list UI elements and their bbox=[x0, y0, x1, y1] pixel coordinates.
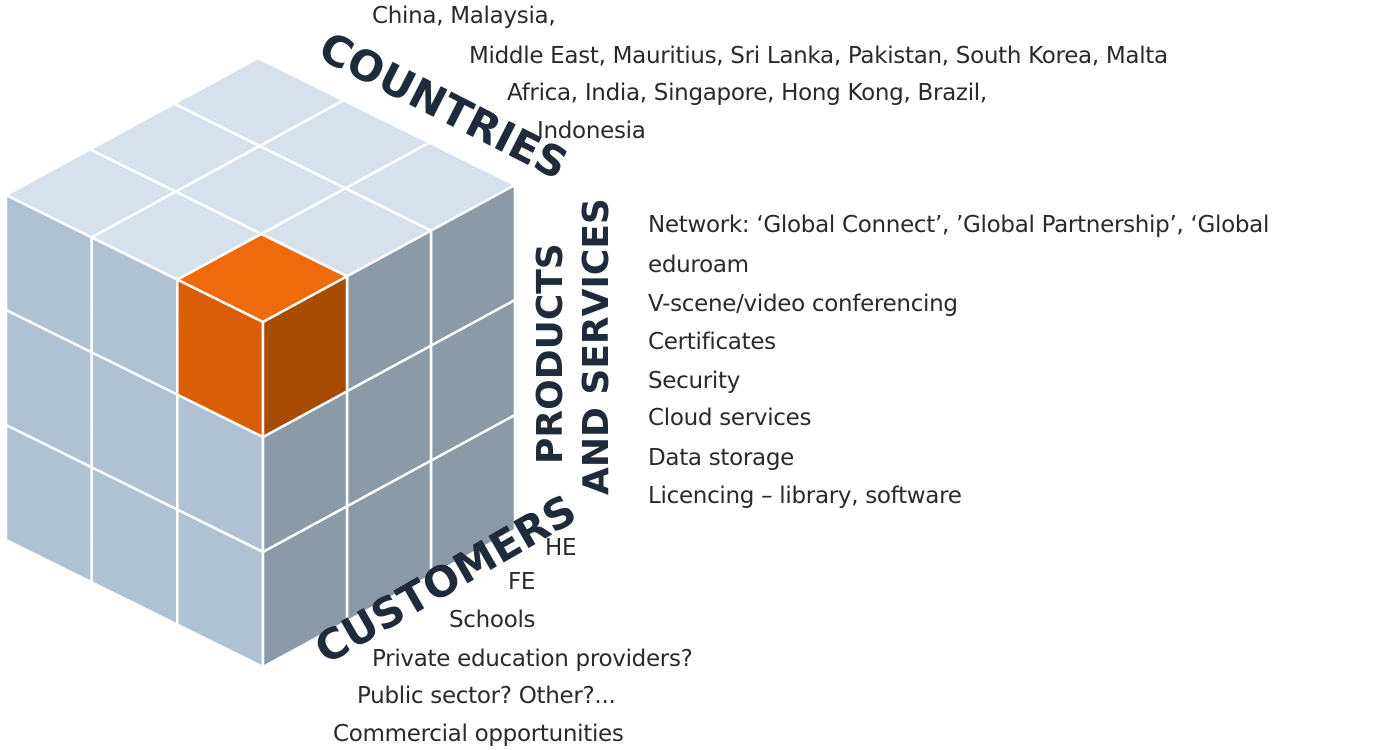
product-line: Licencing – library, software bbox=[648, 483, 962, 509]
product-line: Certificates bbox=[648, 329, 776, 355]
customer-line: Commercial opportunities bbox=[333, 721, 624, 747]
product-line: eduroam bbox=[648, 252, 749, 278]
cube bbox=[4, 56, 517, 669]
country-line: Indonesia bbox=[537, 118, 646, 144]
product-line: Security bbox=[648, 368, 741, 394]
customer-line: Private education providers? bbox=[372, 646, 693, 672]
products-label-line2: AND SERVICES bbox=[576, 198, 617, 495]
product-line: Data storage bbox=[648, 445, 795, 471]
country-line: Africa, India, Singapore, Hong Kong, Bra… bbox=[507, 80, 987, 106]
customer-line: FE bbox=[508, 569, 536, 595]
product-line: Cloud services bbox=[648, 405, 812, 431]
products-label-line1: PRODUCTS bbox=[530, 243, 571, 464]
customer-line: Public sector? Other?... bbox=[357, 683, 616, 709]
cube-right-tile bbox=[261, 505, 349, 669]
product-line: V-scene/video conferencing bbox=[648, 291, 958, 317]
customer-line: HE bbox=[545, 535, 577, 561]
highlight-cube-right bbox=[261, 275, 349, 439]
product-line: Network: ‘Global Connect’, ’Global Partn… bbox=[648, 212, 1270, 238]
country-line: Middle East, Mauritius, Sri Lanka, Pakis… bbox=[469, 43, 1168, 69]
customer-line: Schools bbox=[449, 607, 536, 633]
country-line: China, Malaysia, bbox=[372, 3, 556, 29]
